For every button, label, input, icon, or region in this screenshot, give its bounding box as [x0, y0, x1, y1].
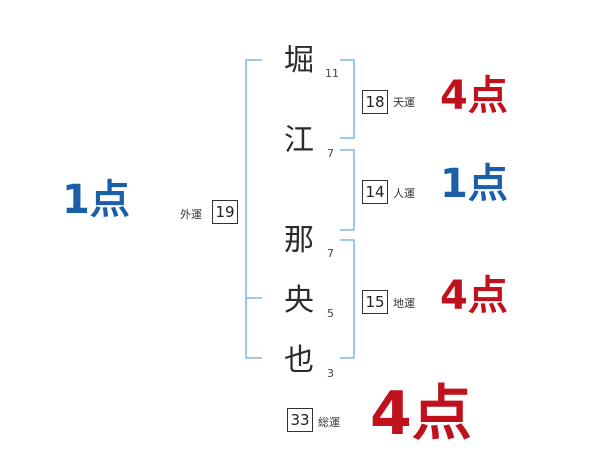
- chikaku-bracket: [340, 239, 355, 359]
- name-char-3: 那: [284, 223, 314, 258]
- gaikaku-value-box: 19: [212, 200, 238, 224]
- chikaku-value-box: 15: [362, 290, 388, 314]
- stroke-count-1: 11: [325, 67, 339, 80]
- jinkaku-label: 人運: [393, 187, 415, 200]
- chikaku-label: 地運: [393, 297, 415, 310]
- soukaku-score: 4点: [370, 379, 472, 449]
- stroke-count-5: 3: [327, 367, 334, 380]
- jinkaku-score: 1点: [440, 161, 508, 207]
- name-char-1: 堀: [284, 43, 314, 78]
- name-char-5: 也: [284, 343, 314, 378]
- tenkaku-bracket: [340, 59, 355, 139]
- tenkaku-score: 4点: [440, 73, 508, 119]
- gaikaku-score: 1点: [62, 177, 130, 223]
- gaikaku-label: 外運: [180, 208, 202, 221]
- stroke-count-3: 7: [327, 247, 334, 260]
- name-char-4: 央: [284, 283, 314, 318]
- soukaku-value-box: 33: [287, 408, 313, 432]
- stroke-count-4: 5: [327, 307, 334, 320]
- jinkaku-value-box: 14: [362, 180, 388, 204]
- chikaku-score: 4点: [440, 273, 508, 319]
- gaikaku-bracket: [245, 59, 262, 359]
- stroke-count-2: 7: [327, 147, 334, 160]
- tenkaku-value-box: 18: [362, 90, 388, 114]
- name-char-2: 江: [284, 123, 314, 158]
- tenkaku-label: 天運: [393, 96, 415, 109]
- soukaku-label: 総運: [318, 416, 340, 429]
- jinkaku-bracket: [340, 149, 355, 231]
